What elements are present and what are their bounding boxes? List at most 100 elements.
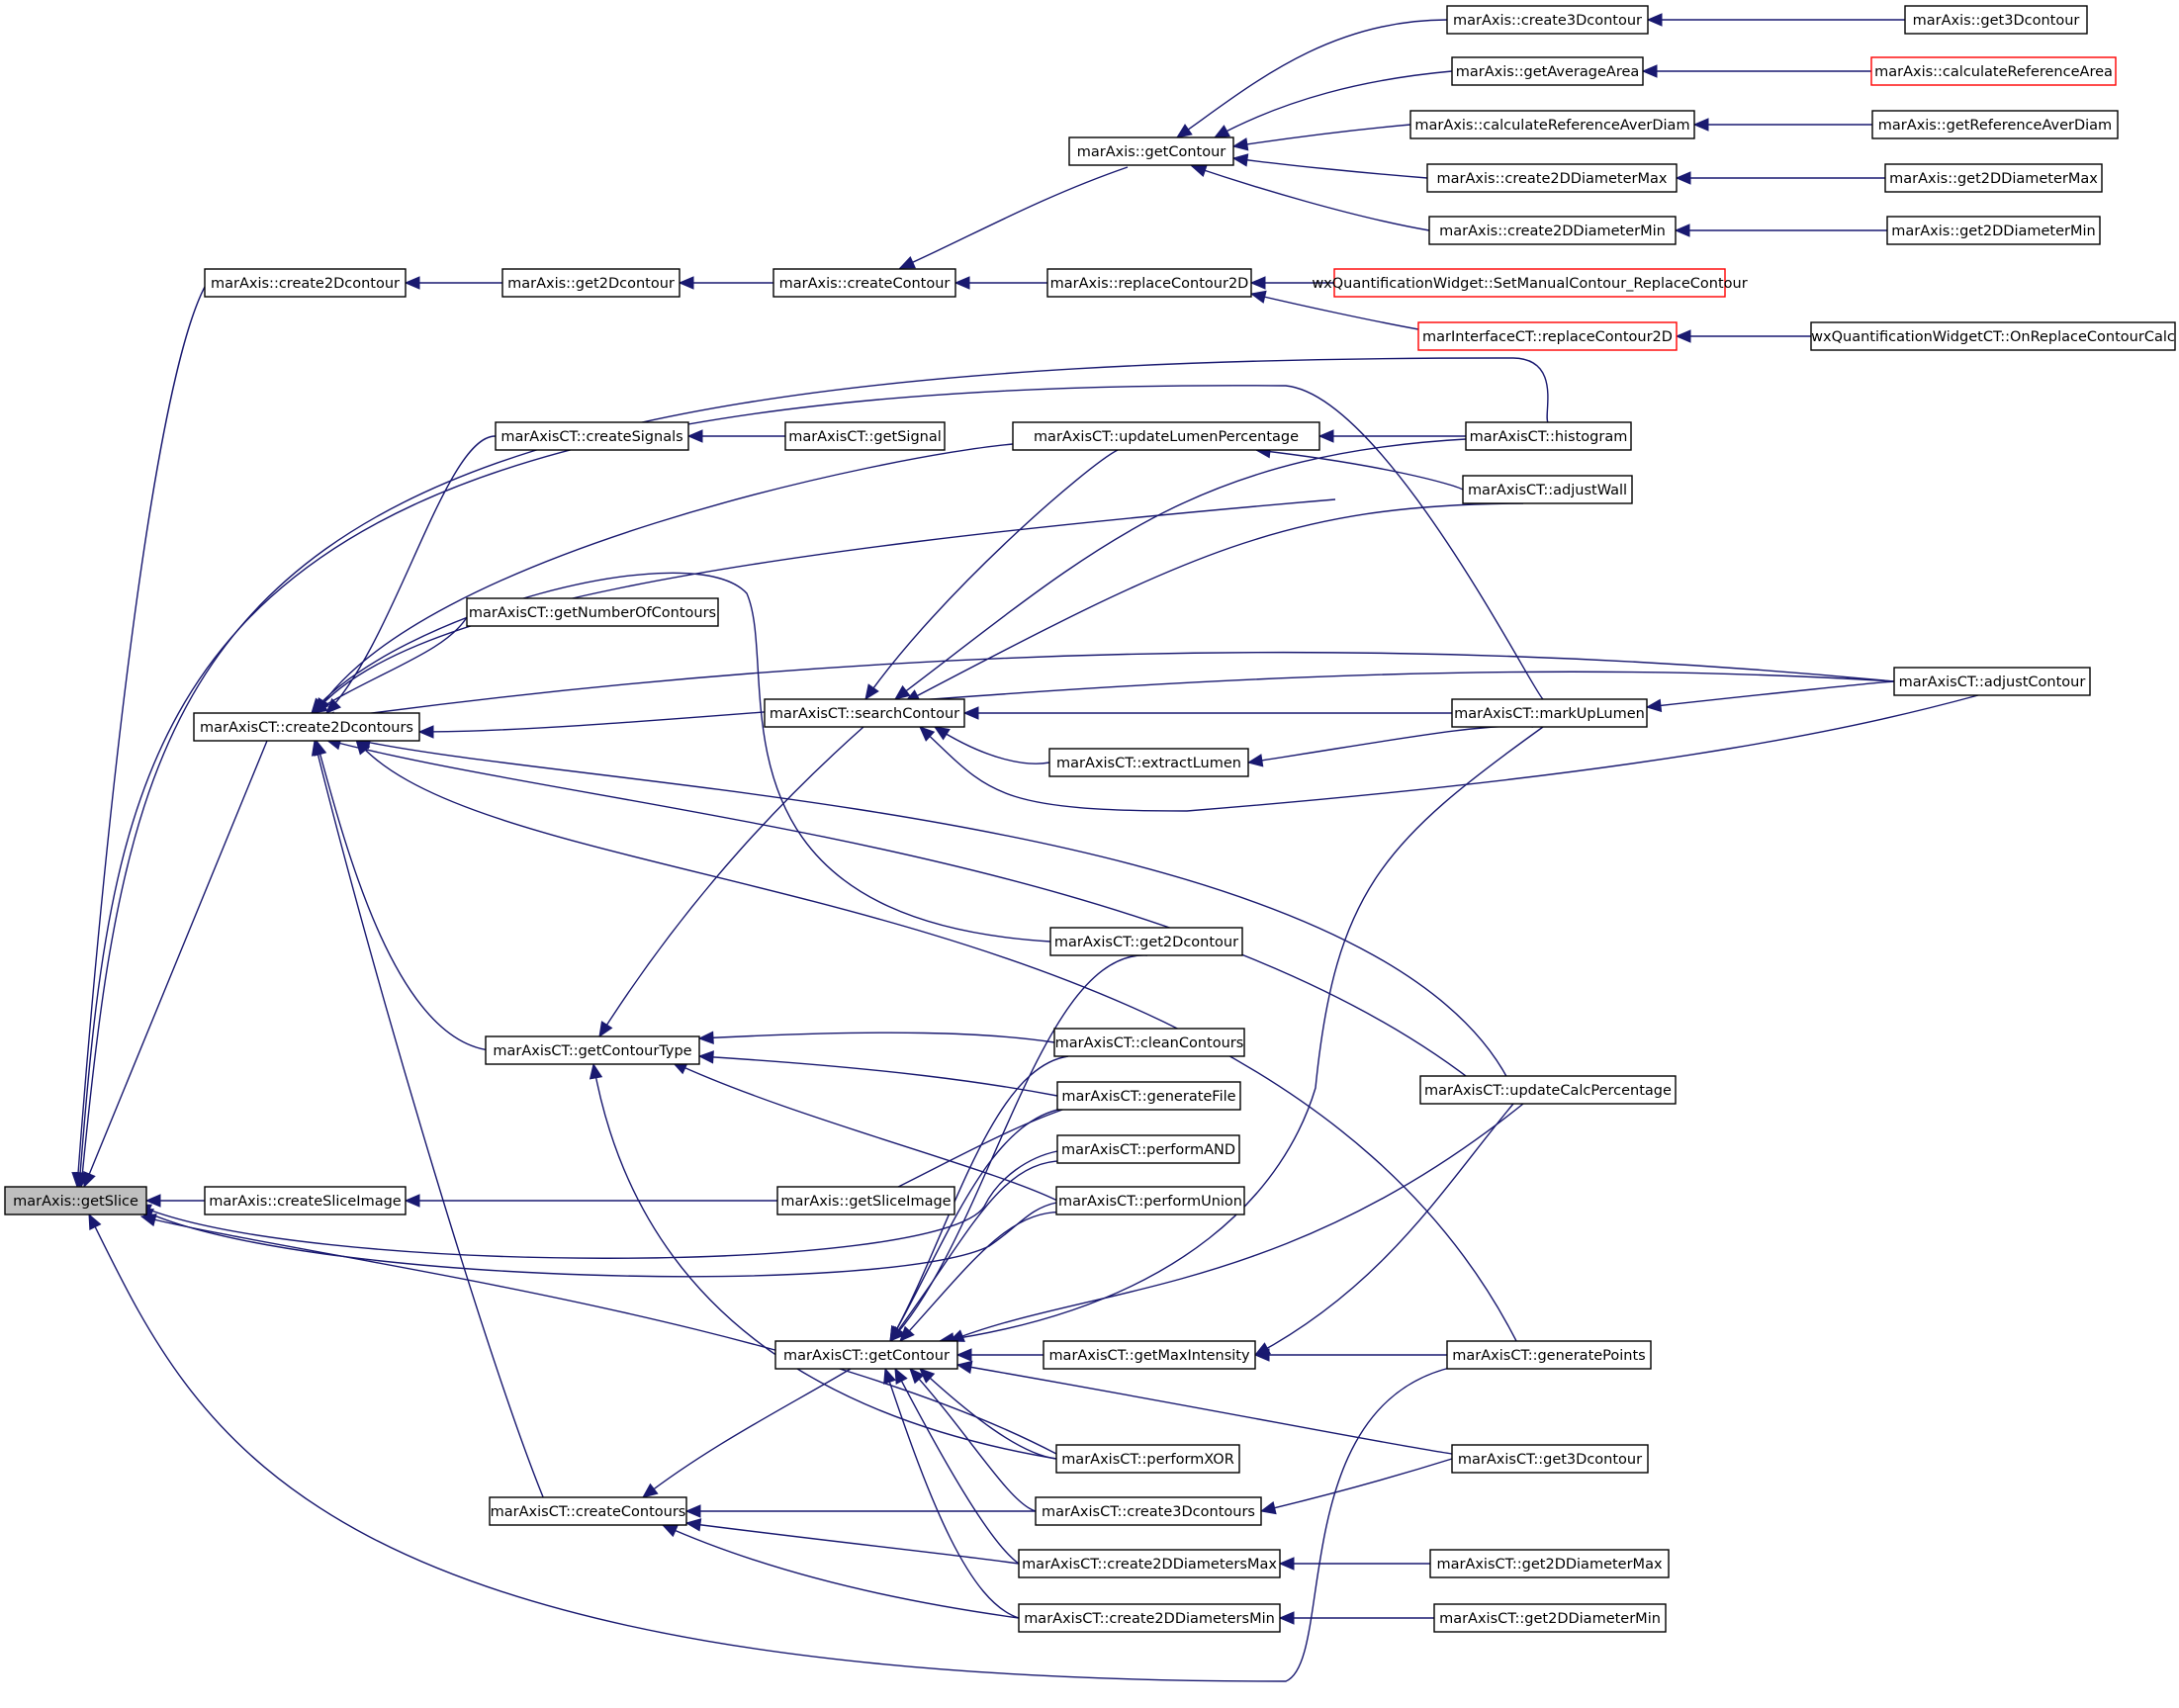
function-node[interactable]: marAxisCT::get2DDiameterMin [1433,1603,1667,1633]
function-node[interactable]: marAxis::createContour [772,268,956,298]
node-box[interactable] [1046,268,1252,298]
node-box[interactable] [1429,1549,1670,1578]
node-box[interactable] [1446,5,1649,35]
function-node[interactable]: marAxis::get2Dcontour [501,268,681,298]
function-node[interactable]: marAxisCT::get3Dcontour [1451,1444,1649,1474]
function-node[interactable]: marAxisCT::updateLumenPercentage [1012,421,1320,451]
function-node[interactable]: marAxis::getAverageArea [1451,56,1644,86]
node-box[interactable] [1417,321,1678,351]
function-node[interactable]: marAxis::create2DDiameterMax [1426,163,1678,193]
function-node[interactable]: marAxisCT::create3Dcontours [1035,1496,1262,1526]
node-box[interactable] [1012,421,1320,451]
function-node[interactable]: marAxisCT::getSignal [784,421,946,451]
node-box[interactable] [466,597,719,627]
function-node[interactable]: marAxisCT::performXOR [1055,1444,1240,1474]
node-box[interactable] [204,268,407,298]
node-box[interactable] [1810,321,2176,351]
function-node[interactable]: marAxisCT::createContours [489,1496,687,1526]
node-box[interactable] [1426,163,1678,193]
function-node[interactable]: marAxisCT::getContourType [485,1035,700,1065]
node-box[interactable] [776,1186,955,1215]
function-node[interactable]: wxQuantificationWidget::SetManualContour… [1312,268,1748,298]
node-box[interactable] [1904,5,2088,35]
function-node[interactable]: marAxisCT::performUnion [1055,1186,1245,1215]
node-box[interactable] [1451,1444,1649,1474]
function-node[interactable]: marAxisCT::getNumberOfContours [466,597,719,627]
function-node[interactable]: marAxis::getSliceImage [776,1186,955,1215]
function-node[interactable]: wxQuantificationWidgetCT::OnReplaceConto… [1810,321,2176,351]
node-box[interactable] [1018,1549,1281,1578]
node-box[interactable] [1043,1340,1256,1370]
node-box[interactable] [1451,56,1644,86]
node-box[interactable] [1035,1496,1262,1526]
node-box[interactable] [1446,1340,1652,1370]
node-box[interactable] [485,1035,700,1065]
node-box[interactable] [1018,1603,1281,1633]
function-node[interactable]: marAxis::getSlice [4,1186,147,1215]
function-node[interactable]: marInterfaceCT::replaceContour2D [1417,321,1678,351]
node-box[interactable] [489,1496,687,1526]
node-box[interactable] [1049,927,1243,956]
node-box[interactable] [1056,1134,1240,1164]
node-box[interactable] [1419,1075,1677,1105]
node-box[interactable] [193,712,420,742]
function-node[interactable]: marAxis::create2DDiameterMin [1428,216,1677,245]
function-node[interactable]: marAxisCT::searchContour [764,698,965,728]
function-node[interactable]: marAxisCT::getMaxIntensity [1043,1340,1256,1370]
node-box[interactable] [1428,216,1677,245]
node-box[interactable] [1886,216,2101,245]
function-node[interactable]: marAxisCT::markUpLumen [1451,698,1648,728]
node-box[interactable] [1451,698,1648,728]
node-box[interactable] [1893,667,2091,696]
function-node[interactable]: marAxisCT::generatePoints [1446,1340,1652,1370]
node-box[interactable] [1068,136,1234,166]
node-box[interactable] [204,1186,407,1215]
node-box[interactable] [1884,163,2103,193]
function-node[interactable]: marAxis::getReferenceAverDiam [1871,110,2119,139]
function-node[interactable]: marAxis::getContour [1068,136,1234,166]
node-box[interactable] [774,1340,958,1370]
function-node[interactable]: marAxis::get2DDiameterMin [1886,216,2101,245]
function-node[interactable]: marAxis::calculateReferenceAverDiam [1409,110,1695,139]
function-node[interactable]: marAxis::replaceContour2D [1046,268,1252,298]
function-node[interactable]: marAxisCT::create2DDiametersMin [1018,1603,1281,1633]
node-box[interactable] [501,268,681,298]
function-node[interactable]: marAxisCT::createSignals [495,421,689,451]
function-node[interactable]: marAxisCT::generateFile [1056,1081,1241,1111]
function-node[interactable]: marAxisCT::updateCalcPercentage [1419,1075,1677,1105]
function-node[interactable]: marAxisCT::getContour [774,1340,958,1370]
function-node[interactable]: marAxisCT::performAND [1056,1134,1240,1164]
node-box[interactable] [1465,421,1632,451]
node-box[interactable] [772,268,956,298]
function-node[interactable]: marAxisCT::create2Dcontours [193,712,420,742]
node-box[interactable] [1409,110,1695,139]
function-node[interactable]: marAxisCT::create2DDiametersMax [1018,1549,1281,1578]
node-box[interactable] [784,421,946,451]
function-node[interactable]: marAxis::get2DDiameterMax [1884,163,2103,193]
node-box[interactable] [4,1186,147,1215]
node-box[interactable] [1333,268,1726,298]
function-node[interactable]: marAxis::calculateReferenceArea [1870,56,2117,86]
node-box[interactable] [764,698,965,728]
node-box[interactable] [1871,110,2119,139]
node-box[interactable] [1462,475,1633,504]
node-box[interactable] [1053,1028,1245,1057]
node-box[interactable] [1056,1081,1241,1111]
function-node[interactable]: marAxis::create2Dcontour [204,268,407,298]
function-node[interactable]: marAxis::get3Dcontour [1904,5,2088,35]
node-box[interactable] [1055,1444,1240,1474]
node-box[interactable] [1433,1603,1667,1633]
function-node[interactable]: marAxisCT::get2DDiameterMax [1429,1549,1670,1578]
function-node[interactable]: marAxisCT::extractLumen [1048,748,1249,777]
function-node[interactable]: marAxis::create3Dcontour [1446,5,1649,35]
function-node[interactable]: marAxis::createSliceImage [204,1186,407,1215]
node-box[interactable] [1055,1186,1245,1215]
node-box[interactable] [1048,748,1249,777]
function-node[interactable]: marAxisCT::get2Dcontour [1049,927,1243,956]
function-node[interactable]: marAxisCT::adjustWall [1462,475,1633,504]
function-node[interactable]: marAxisCT::histogram [1465,421,1632,451]
node-box[interactable] [495,421,689,451]
function-node[interactable]: marAxisCT::adjustContour [1893,667,2091,696]
function-node[interactable]: marAxisCT::cleanContours [1053,1028,1245,1057]
node-box[interactable] [1870,56,2117,86]
